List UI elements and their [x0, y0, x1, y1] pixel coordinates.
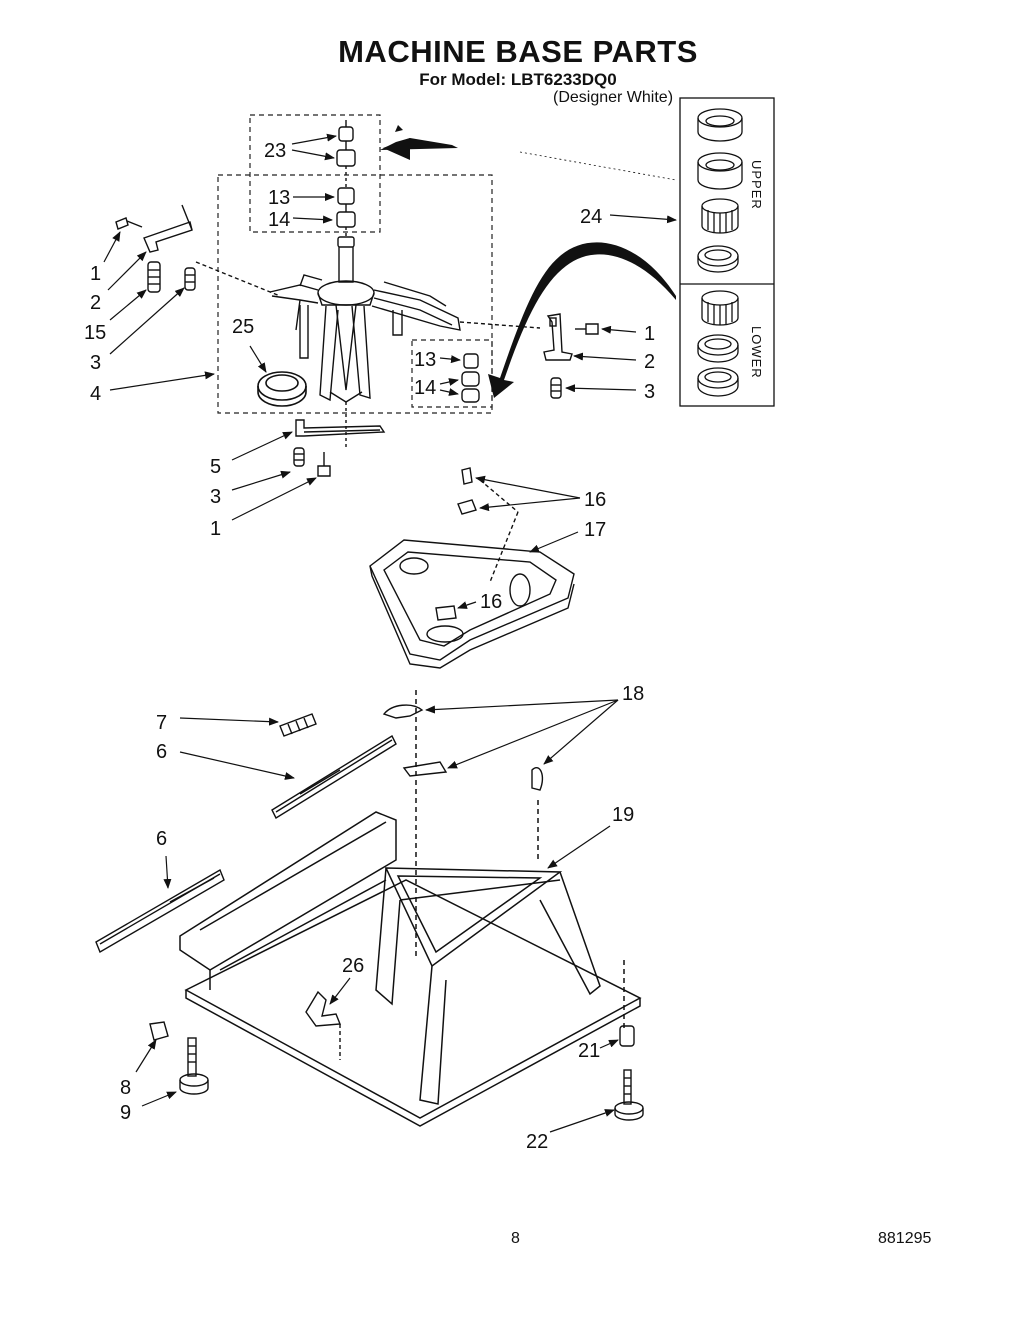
base-frame-19 — [179, 690, 642, 1127]
bumper-frame-17 — [369, 479, 575, 669]
bracket-5 — [295, 419, 386, 437]
callout-1-bottom: 1 — [210, 518, 221, 540]
callout-8: 8 — [120, 1077, 131, 1099]
direction-arrows — [380, 125, 677, 398]
bearing-group-boxes — [217, 114, 493, 414]
ring-25 — [257, 371, 307, 407]
right-retainer-parts — [459, 313, 599, 399]
rail-6-upper — [271, 735, 397, 819]
callout-13-lower: 13 — [414, 349, 436, 371]
screw-1-bottom — [317, 452, 331, 477]
lower-race-1 — [697, 334, 739, 363]
leveling-foot-right — [614, 1025, 644, 1121]
callout-9: 9 — [120, 1102, 131, 1124]
bearing-stack-lower — [461, 353, 480, 403]
pads-16 — [435, 467, 477, 621]
callout-2-right: 2 — [644, 351, 655, 373]
callout-6-lower: 6 — [156, 828, 167, 850]
upper-seal-2 — [697, 152, 743, 190]
callout-15: 15 — [84, 322, 106, 344]
callout-2-left: 2 — [90, 292, 101, 314]
transmission-mount-assembly — [269, 120, 461, 450]
callout-19: 19 — [612, 804, 634, 826]
callout-18: 18 — [622, 683, 644, 705]
bracket-18-a — [382, 704, 424, 719]
inset-lower-label: LOWER — [749, 326, 764, 379]
callout-16-upper: 16 — [584, 489, 606, 511]
callout-3-left: 3 — [90, 352, 101, 374]
upper-bearing-roller — [701, 198, 739, 234]
pad-3-right — [550, 377, 562, 399]
clip-2-right — [543, 313, 573, 361]
callout-3-right: 3 — [644, 381, 655, 403]
spring-15-left — [147, 261, 161, 293]
callout-22: 22 — [526, 1131, 548, 1153]
callout-4: 4 — [90, 383, 101, 405]
callout-14-lower: 14 — [414, 377, 436, 399]
pad-3-bottom — [293, 447, 305, 467]
bearing-14-upper — [336, 204, 356, 228]
upper-seal-1 — [697, 108, 743, 142]
left-retainer-parts — [115, 204, 281, 297]
clip-26 — [305, 990, 342, 1060]
callout-26: 26 — [342, 955, 364, 977]
rail-6-lower — [95, 868, 225, 954]
clip-2-left — [143, 204, 193, 253]
bearing-13-upper — [337, 166, 355, 205]
callout-21: 21 — [578, 1040, 600, 1062]
callout-16-lower: 16 — [480, 591, 502, 613]
upper-race — [697, 245, 739, 273]
callout-1-right: 1 — [644, 323, 655, 345]
page-number: 8 — [511, 1230, 520, 1247]
bracket-18-c — [531, 767, 544, 791]
screw-1-right — [575, 323, 599, 335]
screw-1-left — [115, 217, 143, 230]
callout-13-upper: 13 — [268, 187, 290, 209]
pad-3-left — [184, 267, 196, 291]
spring-7 — [279, 713, 317, 737]
bracket-18-b — [402, 761, 448, 777]
callout-14-upper: 14 — [268, 209, 290, 231]
callout-numbers: 23 13 14 1 2 15 3 4 25 13 14 1 2 3 24 5 … — [84, 140, 655, 1153]
callout-23: 23 — [264, 140, 286, 162]
leveling-foot-left — [149, 1021, 209, 1095]
bearing-kit-inset — [679, 97, 775, 407]
callout-6-upper: 6 — [156, 741, 167, 763]
callout-3-bottom: 3 — [210, 486, 221, 508]
base-small-parts — [95, 704, 544, 954]
callout-1-left: 1 — [90, 263, 101, 285]
callout-25: 25 — [232, 316, 254, 338]
document-code: 881295 — [878, 1230, 932, 1247]
lower-bearing-roller — [701, 290, 739, 326]
model-number: For Model: LBT6233DQ0 — [419, 70, 617, 89]
callout-5: 5 — [210, 456, 221, 478]
lower-race-2 — [697, 367, 739, 397]
callout-24: 24 — [580, 206, 602, 228]
callout-leaders — [103, 133, 677, 1133]
lower-bracket-parts — [293, 419, 386, 477]
bushing-stack-23 — [336, 120, 356, 167]
inset-upper-label: UPPER — [749, 160, 764, 210]
callout-7: 7 — [156, 712, 167, 734]
model-variant: (Designer White) — [552, 89, 674, 106]
callout-17: 17 — [584, 519, 606, 541]
diagram-title: MACHINE BASE PARTS — [338, 34, 698, 69]
